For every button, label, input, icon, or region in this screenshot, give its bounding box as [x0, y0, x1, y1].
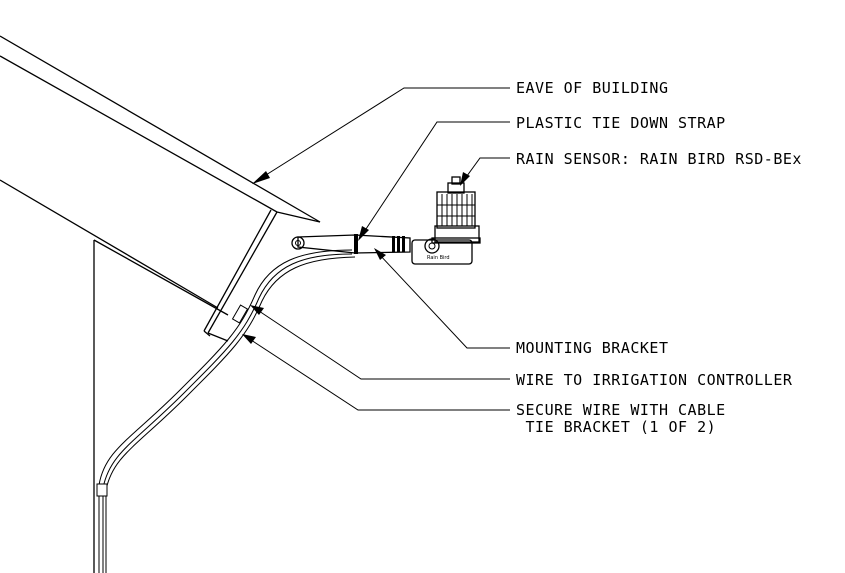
leader-wire: [250, 305, 510, 380]
leader-sensor: [460, 157, 510, 186]
label-rain-sensor: RAIN SENSOR: RAIN BIRD RSD-BEx: [516, 150, 802, 168]
controller-wire: [98, 249, 356, 573]
mounting-bracket: [291, 234, 411, 254]
leader-eave: [252, 87, 510, 184]
rain-sensor: Rain Bird: [411, 176, 481, 265]
building-wall: [93, 239, 229, 573]
label-plastic-tie-down-strap: PLASTIC TIE DOWN STRAP: [516, 114, 726, 132]
cable-tie-bracket-lower: [96, 483, 108, 497]
label-secure-wire-line1: SECURE WIRE WITH CABLE: [516, 401, 726, 419]
label-eave-of-building: EAVE OF BUILDING: [516, 79, 669, 97]
sensor-brand-mark: Rain Bird: [427, 255, 450, 261]
leader-cable-tie: [242, 334, 510, 411]
label-mounting-bracket: MOUNTING BRACKET: [516, 339, 669, 357]
label-secure-wire-line2: TIE BRACKET (1 OF 2): [516, 418, 716, 436]
cable-tie-brackets: [96, 304, 249, 497]
label-wire-to-controller: WIRE TO IRRIGATION CONTROLLER: [516, 371, 793, 389]
leader-strap: [358, 121, 510, 241]
cable-tie-bracket-upper: [231, 304, 249, 324]
leader-bracket: [374, 248, 510, 349]
roof-eave: [0, 35, 321, 342]
